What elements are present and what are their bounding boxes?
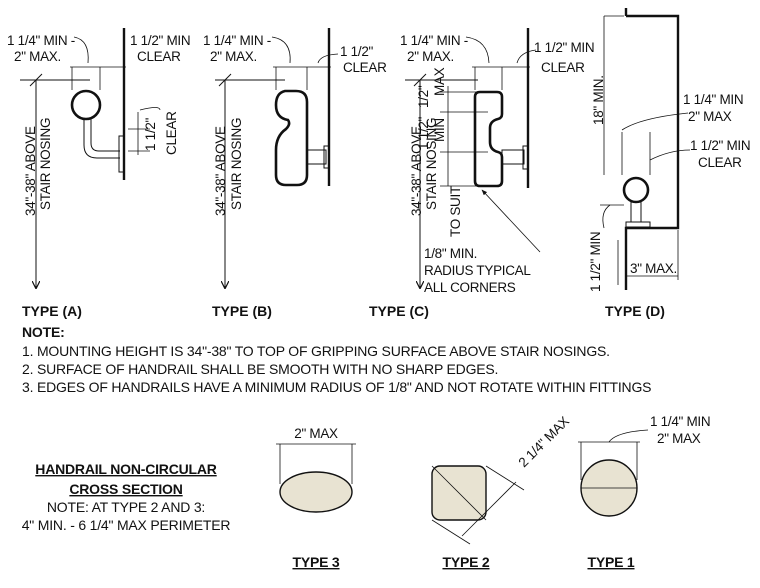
size-label-2: 2" MAX xyxy=(688,109,732,124)
type-b-label: TYPE (B) xyxy=(212,303,272,319)
bracket xyxy=(630,201,642,223)
height-label: 34"-38" ABOVE xyxy=(23,126,38,216)
type-1-dim-2: 2" MAX xyxy=(657,431,701,446)
detail-type-b: 1 1/4" MIN - 2" MAX. 1 1/2" CLEAR 34"-38… xyxy=(203,28,387,319)
top-dim-label-2: 2" MAX. xyxy=(14,49,61,64)
clear-label-2: CLEAR xyxy=(343,60,387,75)
type-1-label: TYPE 1 xyxy=(587,554,634,570)
radius-leader xyxy=(481,189,541,253)
size-label: 1 1/4" MIN xyxy=(683,92,743,107)
note-item-2: 2. SURFACE OF HANDRAIL SHALL BE SMOOTH W… xyxy=(22,361,498,377)
radius-label-3: ALL CORNERS xyxy=(424,280,516,295)
max-label: 1/2" xyxy=(416,85,431,108)
type-2-dim: 2 1/4" MAX xyxy=(516,413,573,470)
type-a-label: TYPE (A) xyxy=(22,303,82,319)
section-type-2: 2 1/4" MAX TYPE 2 xyxy=(431,413,573,570)
radius-label: 1/8" MIN. xyxy=(424,246,477,261)
clear-label-2: CLEAR xyxy=(698,155,742,170)
clear-label: 1 1/2" MIN xyxy=(130,33,190,48)
handrail-circle xyxy=(622,176,650,204)
min-label-2: MIN xyxy=(432,118,447,142)
top-dim-label: 1 1/4" MIN - xyxy=(203,33,271,48)
cross-section-notes: HANDRAIL NON-CIRCULAR CROSS SECTION NOTE… xyxy=(22,461,231,533)
clear-label: 1 1/2" xyxy=(340,44,374,59)
type-c-label: TYPE (C) xyxy=(369,303,429,319)
section-type-3: 2" MAX TYPE 3 xyxy=(276,426,356,570)
bottom-min-label: 1 1/2" MIN xyxy=(588,232,603,292)
bracket xyxy=(501,149,525,165)
min-label: 1 1/2" xyxy=(416,116,431,150)
type-2-label: TYPE 2 xyxy=(442,554,489,570)
height-label: 34"-38" ABOVE xyxy=(409,126,424,216)
type-1-dim: 1 1/4" MIN xyxy=(650,414,710,429)
detail-type-a: 1 1/4" MIN - 2" MAX. 1 1/2" MIN CLEAR 34… xyxy=(7,28,191,319)
recess-outline xyxy=(624,8,680,290)
type-d-label: TYPE (D) xyxy=(605,303,665,319)
cross-section-title: HANDRAIL NON-CIRCULAR xyxy=(35,461,217,477)
wall-plate xyxy=(323,145,330,169)
bracket xyxy=(83,119,120,159)
handrail-profile xyxy=(274,89,309,187)
oval-section xyxy=(279,471,353,513)
notes-heading: NOTE: xyxy=(22,324,65,340)
height-label-2: STAIR NOSING xyxy=(424,118,439,210)
section-type-1: 1 1/4" MIN 2" MAX TYPE 1 xyxy=(578,414,711,570)
type-3-dim: 2" MAX xyxy=(294,426,338,441)
note-item-1: 1. MOUNTING HEIGHT IS 34"-38" TO TOP OF … xyxy=(22,343,610,359)
bracket-base xyxy=(625,221,651,228)
to-suit-label: TO SUIT xyxy=(448,186,463,237)
type-3-label: TYPE 3 xyxy=(292,554,339,570)
clear-label-2: CLEAR xyxy=(541,60,585,75)
side-clear-label-2: CLEAR xyxy=(164,111,179,155)
detail-type-d: 18" MIN. 1 1/4" MIN 2" MAX 1 1/2" MIN CL… xyxy=(588,8,751,319)
note-item-3: 3. EDGES OF HANDRAILS HAVE A MINIMUM RAD… xyxy=(22,379,651,395)
radius-label-2: RADIUS TYPICAL xyxy=(424,263,531,278)
wall-plate xyxy=(118,135,125,173)
bracket xyxy=(306,149,327,165)
top-dim-label: 1 1/4" MIN - xyxy=(400,33,468,48)
detail-type-c: 1 1/4" MIN - 2" MAX. 1 1/2" MIN CLEAR 34… xyxy=(369,28,595,319)
cross-section-note: NOTE: AT TYPE 2 AND 3: xyxy=(47,499,205,515)
side-clear-label: 1 1/2" xyxy=(143,117,158,151)
handrail-profile xyxy=(473,90,504,188)
three-max-label: 3" MAX. xyxy=(630,261,677,276)
wall-plate xyxy=(522,145,529,170)
height-label-2: STAIR NOSING xyxy=(38,118,53,210)
clear-label-2: CLEAR xyxy=(137,49,181,64)
max-label-2: MAX xyxy=(432,67,447,96)
cross-section-note-2: 4" MIN. - 6 1/4" MAX PERIMETER xyxy=(22,517,231,533)
top-dim-label: 1 1/4" MIN - xyxy=(7,33,75,48)
clear-label: 1 1/2" MIN xyxy=(534,40,594,55)
top-dim-label-2: 2" MAX. xyxy=(407,49,454,64)
height-label: 34"-38" ABOVE xyxy=(213,126,228,216)
clear-label: 1 1/2" MIN xyxy=(690,138,750,153)
notes-block: NOTE: 1. MOUNTING HEIGHT IS 34"-38" TO T… xyxy=(22,324,651,395)
eighteen-min-label: 18" MIN. xyxy=(591,75,606,125)
cross-section-title-2: CROSS SECTION xyxy=(69,481,182,497)
height-label-2: STAIR NOSING xyxy=(229,118,244,210)
handrail-circle xyxy=(70,89,102,121)
top-dim-label-2: 2" MAX. xyxy=(210,49,257,64)
